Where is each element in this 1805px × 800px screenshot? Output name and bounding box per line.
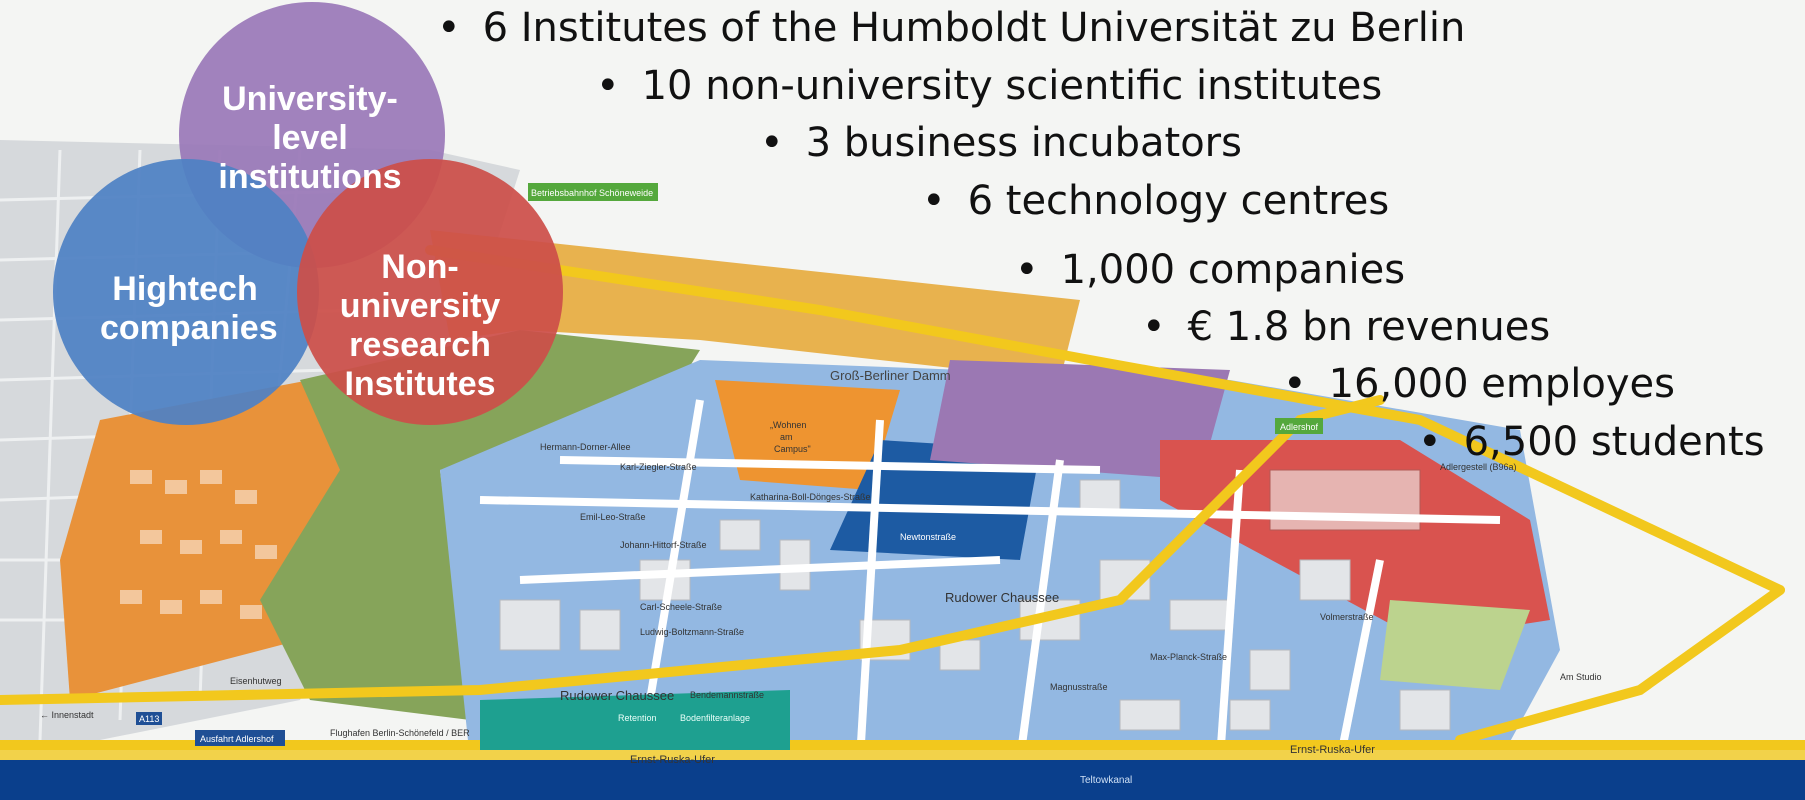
bodenfilteranlage-label: Bodenfilteranlage xyxy=(680,713,750,723)
ausfahrt-label: Ausfahrt Adlershof xyxy=(200,734,274,744)
betriebsbahnhof-tag xyxy=(528,183,658,201)
gross-berliner-damm-label: Groß-Berliner Damm xyxy=(830,368,951,383)
fact-text: 3 business incubators xyxy=(805,120,1242,166)
nonuniversity-circle xyxy=(297,159,563,425)
fact-item: • 6,500 students xyxy=(1418,422,1765,462)
volmerstr-label: Volmerstraße xyxy=(1320,612,1374,622)
am-studio-label: Am Studio xyxy=(1560,672,1602,682)
purple-zone xyxy=(930,360,1230,480)
fact-text: 6 Institutes of the Humboldt Universität… xyxy=(482,5,1466,51)
ernst-ruska-ufer-road xyxy=(0,750,1805,760)
fact-item: • 6 technology centres xyxy=(922,181,1389,221)
ernst-ruska-ufer-label-2: Ernst-Ruska-Ufer xyxy=(1290,744,1375,756)
venn-label-nonuniversity: Non- university research Institutes xyxy=(339,248,501,404)
emil-leo-label: Emil-Leo-Straße xyxy=(580,512,646,522)
eisenhutweg-label: Eisenhutweg xyxy=(230,676,282,686)
bullet-dot: • xyxy=(1142,304,1166,350)
bullet-dot: • xyxy=(1015,247,1039,293)
main-roads xyxy=(0,245,1805,750)
fact-item: • 16,000 employes xyxy=(1283,364,1675,404)
fact-text: 6,500 students xyxy=(1463,419,1765,465)
teltowkanal-canal xyxy=(0,760,1805,800)
fact-text: 1,000 companies xyxy=(1060,247,1406,293)
map-labels: Betriebsbahnhof Schöneweide Adlershof Gr… xyxy=(40,183,1602,786)
innenstadt-label: ← Innenstadt xyxy=(40,710,94,720)
carl-scheele-label: Carl-Scheele-Straße xyxy=(640,602,722,612)
a113-tag xyxy=(136,712,162,725)
rudower-chaussee-label-2: Rudower Chaussee xyxy=(945,590,1059,605)
adlershof-station-label: Adlershof xyxy=(1280,422,1319,432)
retention-label: Retention xyxy=(618,713,657,723)
magnusstr-label: Magnusstraße xyxy=(1050,682,1108,692)
betriebsbahnhof-label: Betriebsbahnhof Schöneweide xyxy=(531,188,653,198)
hightech-circle xyxy=(53,159,319,425)
rudower-chaussee-label: Rudower Chaussee xyxy=(560,688,674,703)
teltowkanal-label: Teltowkanal xyxy=(1080,775,1132,786)
adlershof-station-tag xyxy=(1275,418,1323,434)
ausfahrt-tag xyxy=(195,730,285,746)
fact-item: • € 1.8 bn revenues xyxy=(1142,307,1550,347)
bullet-dot: • xyxy=(1283,361,1307,407)
wohnen-label-2: am xyxy=(780,432,793,442)
bullet-dot: • xyxy=(760,120,784,166)
bullet-dot: • xyxy=(922,178,946,224)
max-planck-label: Max-Planck-Straße xyxy=(1150,652,1227,662)
fact-item: • 10 non-university scientific institutes xyxy=(596,66,1382,106)
fact-text: € 1.8 bn revenues xyxy=(1187,304,1551,350)
green-field-east xyxy=(1380,600,1530,690)
wohnen-label-3: Campus" xyxy=(774,444,811,454)
flughafen-label: Flughafen Berlin-Schönefeld / BER xyxy=(330,728,470,738)
venn-label-university: University- level institutions xyxy=(218,80,402,197)
bendemannstr-label: Bendemannstraße xyxy=(690,690,764,700)
fact-text: 10 non-university scientific institutes xyxy=(641,63,1383,109)
fact-item: • 1,000 companies xyxy=(1015,250,1405,290)
venn-diagram xyxy=(53,2,563,425)
retention-basin xyxy=(480,690,790,752)
red-zone xyxy=(1160,440,1550,640)
newtonstr-label: Newtonstraße xyxy=(900,532,956,542)
orange-zone-houses xyxy=(120,470,277,619)
fact-text: 6 technology centres xyxy=(967,178,1390,224)
a113-label: A113 xyxy=(139,714,159,724)
katharina-boll-label: Katharina-Boll-Dönges-Straße xyxy=(750,492,871,502)
fact-item: • 6 Institutes of the Humboldt Universitä… xyxy=(437,8,1465,48)
ernst-ruska-ufer-label: Ernst-Ruska-Ufer xyxy=(630,754,715,766)
ludwig-boltzmann-label: Ludwig-Boltzmann-Straße xyxy=(640,627,744,637)
fact-text: 16,000 employes xyxy=(1328,361,1675,407)
venn-label-hightech: Hightech companies xyxy=(100,270,278,348)
adlergestell-label: Adlergestell (B96a) xyxy=(1440,462,1517,472)
bullet-dot: • xyxy=(437,5,461,51)
wohnen-label-1: „Wohnen xyxy=(770,420,806,430)
bullet-dot: • xyxy=(1418,419,1442,465)
road-network xyxy=(479,399,1501,761)
karl-ziegler-label: Karl-Ziegler-Straße xyxy=(620,462,697,472)
hermann-dorner-label: Hermann-Dorner-Allee xyxy=(540,442,631,452)
facts-bullet-list: • 6 Institutes of the Humboldt Universitä… xyxy=(437,8,1765,462)
fact-item: • 3 business incubators xyxy=(760,123,1242,163)
bullet-dot: • xyxy=(596,63,620,109)
johann-hittorf-label: Johann-Hittorf-Straße xyxy=(620,540,707,550)
